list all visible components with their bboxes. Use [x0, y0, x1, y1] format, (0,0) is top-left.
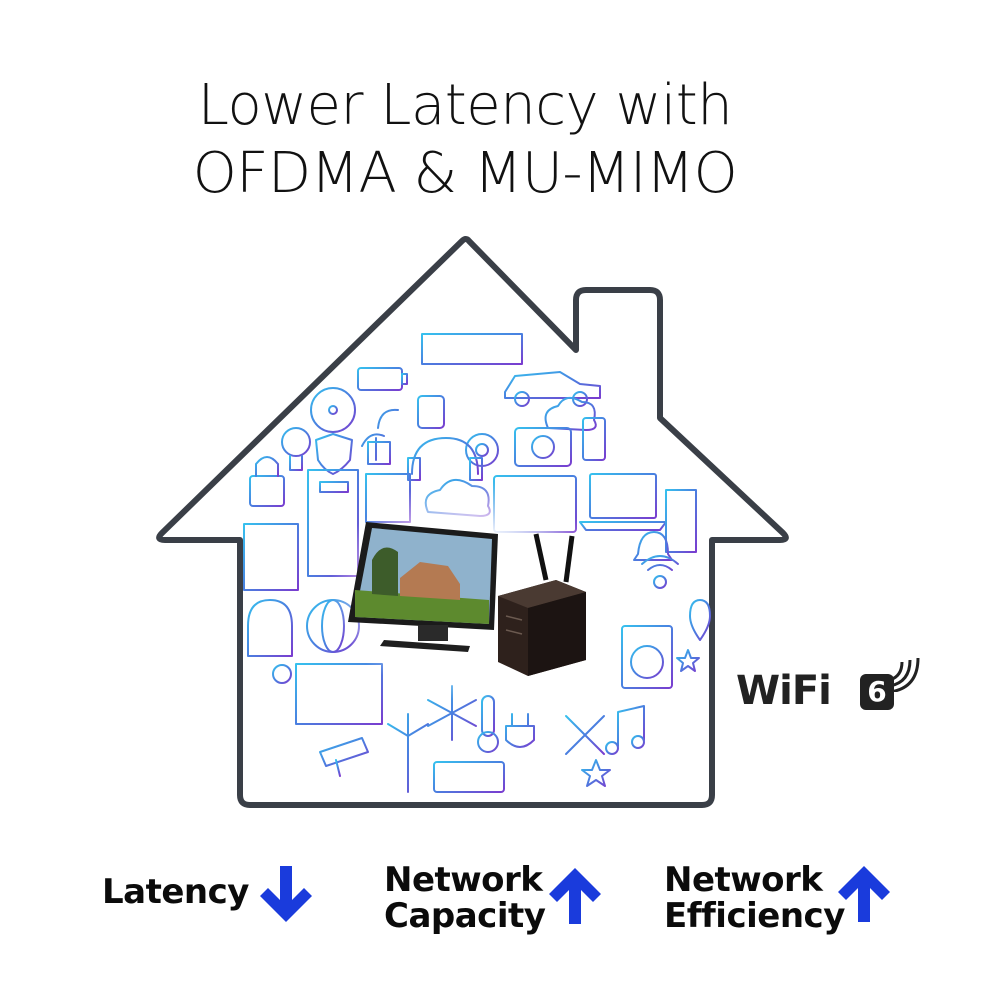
headline: Lower Latency with OFDMA & MU-MIMO: [0, 72, 930, 208]
arrow-up-icon: [549, 868, 601, 924]
wifi6-logo-number: 6: [860, 674, 894, 710]
wifi6-logo: WiFi 6: [736, 652, 926, 722]
smart-home-icon-collage: [243, 333, 711, 793]
stat-capacity-line-1: Network: [384, 860, 543, 900]
arrow-up-icon: [838, 866, 890, 922]
wifi6-logo-text: WiFi: [736, 668, 832, 714]
wifi-signal-icon: [889, 657, 920, 692]
router-image: [498, 533, 586, 676]
stat-network-capacity: Network Capacity: [384, 860, 546, 936]
arrow-down-icon: [260, 866, 312, 922]
stat-efficiency-line-2: Efficiency: [664, 896, 845, 936]
stat-efficiency-line-1: Network: [664, 860, 823, 900]
headline-line-2: OFDMA & MU-MIMO: [192, 141, 738, 206]
monitor-image: [348, 522, 498, 652]
house-outline: [156, 236, 789, 808]
stat-network-efficiency: Network Efficiency: [664, 862, 845, 934]
stat-latency: Latency: [102, 874, 249, 910]
stat-latency-label: Latency: [102, 872, 249, 912]
stat-capacity-line-2: Capacity: [384, 896, 546, 936]
headline-line-1: Lower Latency with: [197, 73, 733, 138]
